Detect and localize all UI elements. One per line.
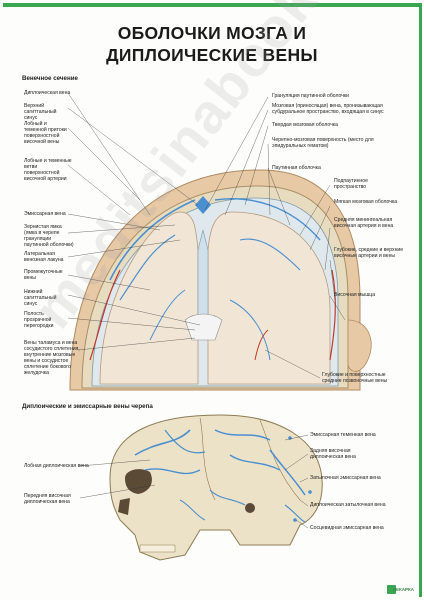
- poster-title: ОБОЛОЧКИ МОЗГА И ДИПЛОИЧЕСКИЕ ВЕНЫ: [0, 22, 424, 66]
- title-line-2: ДИПЛОИЧЕСКИЕ ВЕНЫ: [106, 45, 318, 65]
- label-frontal-diploic-vein: Лобная диплоическая вена: [24, 463, 89, 469]
- label-vertebral-veins: Глубокие и поверхностные средние позвоно…: [322, 372, 388, 384]
- label-arachnoid: Паутинная оболочка: [272, 165, 321, 171]
- label-thalamus-veins: Вены таламуса и вена сосудистого сплетен…: [24, 340, 80, 376]
- label-subarachnoid-space: Подпаутинное пространство: [334, 178, 368, 190]
- section-coronal-title: Венечное сечение: [22, 75, 78, 82]
- coronal-section-drawing: [69, 169, 372, 391]
- label-parietal-emissary-vein: Эмиссарная теменная вена: [310, 432, 376, 438]
- label-superior-sagittal-sinus: Верхний сагиттальный синус: [24, 103, 57, 121]
- label-posterior-temporal-diploic: Задняя височная диплоическая вена: [310, 448, 356, 460]
- label-bridging-vein: Мозговая (приносящая) вена, пронизывающа…: [272, 103, 384, 115]
- label-intermediate-veins: Промежуточные вены: [24, 269, 63, 281]
- brand-logo-icon: [387, 585, 396, 594]
- label-occipital-emissary-vein: Затылочная эмиссарная вена: [310, 475, 381, 481]
- label-lateral-venous-lacuna: Латеральная венозная лакуна: [24, 251, 64, 263]
- brand-name: ДЕКАРКА: [392, 587, 414, 592]
- label-temporal-arteries-veins: Глубокие, средние и верхние височные арт…: [334, 247, 404, 259]
- skull-drawing: [109, 414, 323, 561]
- label-frontal-parietal-branches: Лобные и теменные ветви поверхностной ви…: [24, 158, 72, 182]
- label-pia-mater: Мягкая мозговая оболочка: [334, 199, 398, 205]
- label-inferior-sagittal-sinus: Нижний сагиттальный синус: [24, 289, 57, 307]
- title-line-1: ОБОЛОЧКИ МОЗГА И: [117, 23, 307, 43]
- label-diploic-vein: Диплоическая вена: [24, 90, 71, 96]
- section-skull-title: Диплоические и эмиссарные вены черепа: [22, 403, 153, 410]
- label-mastoid-emissary-vein: Сосцевидная эмиссарная вена: [310, 525, 384, 531]
- label-cranial-dural-surface: Черепно-мозговая поверхность (место для …: [272, 137, 374, 149]
- label-occipital-diploic-vein: Диплоическая затылочная вена: [310, 502, 386, 508]
- label-frontal-parietal-tributaries: Лобный и теменной притоки поверхностной …: [24, 121, 67, 145]
- label-emissary-vein: Эмиссарная вена: [24, 211, 66, 217]
- skull-leader-lines: [79, 434, 309, 529]
- label-dura-mater: Твердая мозговая оболочка: [272, 122, 338, 128]
- leader-lines: [67, 92, 346, 379]
- right-accent-bar: [419, 3, 422, 597]
- label-septum-pellucidum-cavity: Полость прозрачной перегородки: [24, 311, 54, 329]
- label-temporal-muscle: Височная мышца: [334, 292, 376, 298]
- label-arachnoid-granulation: Грануляция паутинной оболочки: [272, 93, 349, 99]
- label-granular-pit: Зернистая ямка (ямка в черепе грануляции…: [24, 224, 74, 248]
- label-anterior-temporal-diploic: Передняя височная диплоическая вена: [24, 493, 71, 505]
- top-accent-bar: [3, 3, 421, 7]
- label-middle-meningeal-artery: Средняя менингеальная височная артерия и…: [334, 217, 394, 229]
